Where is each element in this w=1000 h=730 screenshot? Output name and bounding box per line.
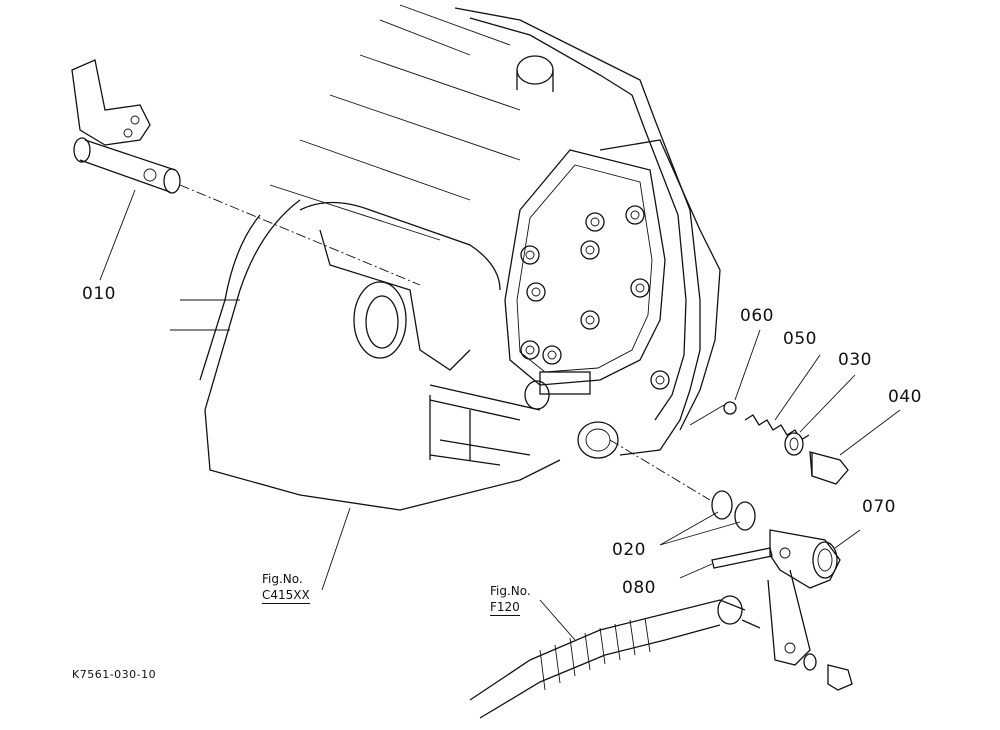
part-label-050: 050: [783, 329, 817, 349]
lever-shaft-010: [71, 59, 421, 286]
part-label-020: 020: [612, 540, 646, 560]
detent-assembly: [689, 329, 901, 485]
fig-ref-c415xx[interactable]: Fig.No. C415XX: [262, 571, 310, 604]
leader-c415xx: [321, 507, 351, 591]
o-rings-020: [609, 439, 756, 546]
part-label-060: 060: [740, 306, 774, 326]
drawing-code: K7561-030-10: [72, 668, 157, 681]
part-label-010: 010: [82, 284, 116, 304]
fig-ref-number: F120: [490, 600, 520, 616]
fig-ref-caption: Fig.No.: [262, 572, 303, 586]
part-label-070: 070: [862, 497, 896, 517]
fig-ref-caption: Fig.No.: [490, 584, 531, 598]
fig-ref-number: C415XX: [262, 588, 310, 604]
control-cable: [469, 595, 853, 719]
transmission-housing: [170, 4, 721, 511]
part-label-040: 040: [888, 387, 922, 407]
arm-070: [679, 529, 861, 666]
part-label-080: 080: [622, 578, 656, 598]
part-label-030: 030: [838, 350, 872, 370]
fig-ref-f120[interactable]: Fig.No. F120: [490, 583, 531, 616]
